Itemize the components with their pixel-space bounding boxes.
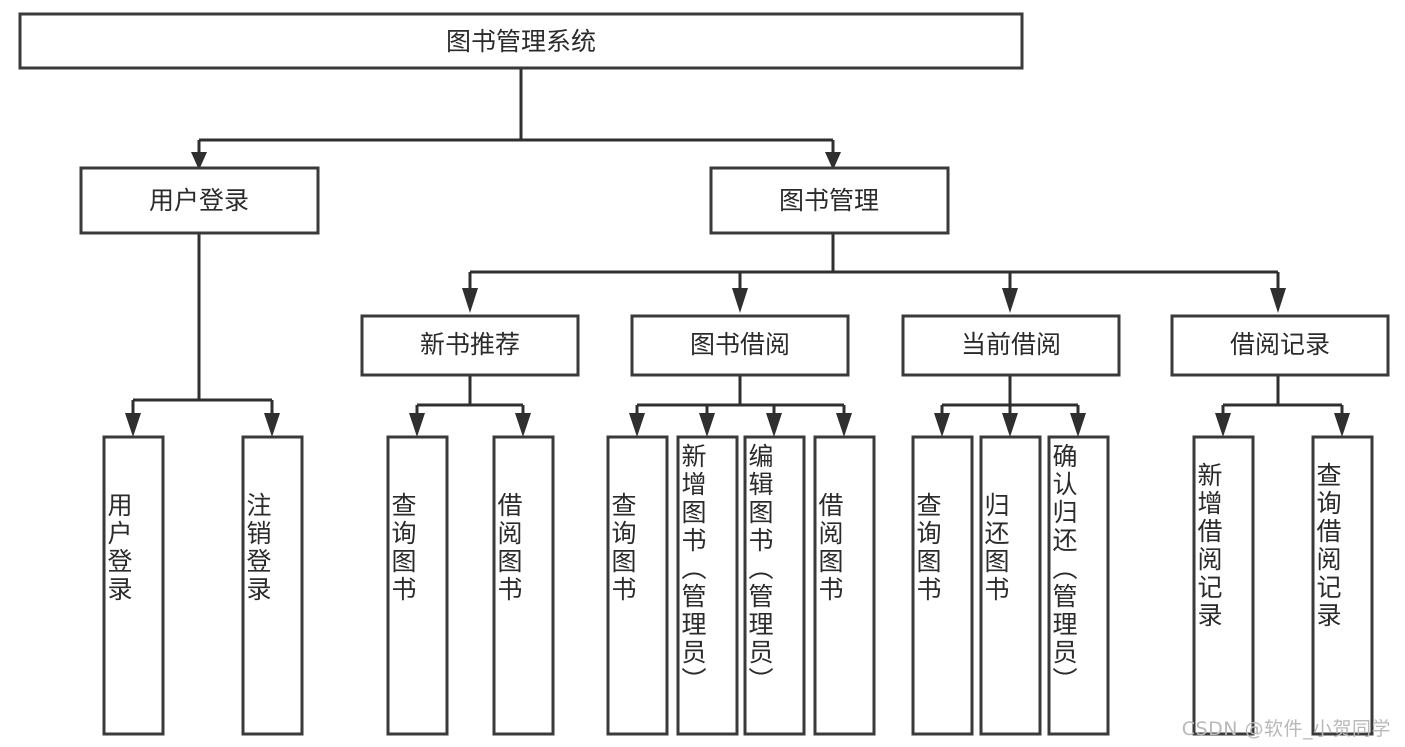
connector-user-login-to-leaves [125,233,280,437]
arrow-to-leaf-return-book [1002,413,1018,437]
node-user-login-label: 用户登录 [149,186,249,215]
node-leaf-query-book-2[interactable] [606,435,669,736]
node-leaf-confirm-return[interactable] [1047,435,1110,736]
node-leaf-add-book[interactable] [676,435,739,736]
arrow-to-user-login [191,152,207,170]
arrow-to-leaf-query-record [1334,413,1350,437]
arrow-to-leaf-query-book-3 [934,413,950,437]
node-leaf-query-book-3[interactable] [911,435,974,736]
arrow-to-borrow-record [1270,288,1286,313]
arrow-to-leaf-borrow-book-1 [515,413,531,437]
arrow-to-current-borrow [1002,288,1018,313]
connector-borrow-record-to-leaves [1215,375,1350,437]
arrow-to-leaf-add-book [699,413,715,437]
node-root-label: 图书管理系统 [446,27,596,56]
node-current-borrow[interactable]: 当前借阅 [901,314,1121,377]
connector-current-borrow-to-leaves [934,375,1086,437]
node-leaf-user-login[interactable] [102,435,165,736]
arrow-to-leaf-query-book-2 [629,413,645,437]
arrow-to-leaf-edit-book [766,413,782,437]
node-root[interactable]: 图书管理系统 [18,12,1024,70]
arrow-to-leaf-borrow-book-2 [836,413,852,437]
node-current-borrow-label: 当前借阅 [961,330,1061,359]
node-borrow-record[interactable]: 借阅记录 [1170,314,1390,377]
node-leaf-query-record[interactable] [1311,435,1374,736]
node-leaf-query-book-1[interactable] [386,435,449,736]
node-leaf-add-record[interactable] [1192,435,1255,736]
node-leaf-borrow-book-2[interactable] [813,435,876,736]
node-leaf-logout-login[interactable] [241,435,304,736]
arrow-to-leaf-confirm-return [1070,413,1086,437]
node-borrow-record-label: 借阅记录 [1230,330,1330,359]
connector-new-book-recommend-to-leaves [409,375,531,437]
connector-root-to-level2 [191,68,841,170]
arrow-to-book-management [825,152,841,170]
node-leaf-borrow-book-1[interactable] [492,435,555,736]
node-book-borrow-label: 图书借阅 [690,330,790,359]
connector-book-management-to-level3 [462,233,1286,313]
arrow-to-leaf-add-record [1215,413,1231,437]
arrow-to-leaf-logout-login [264,413,280,437]
node-leaf-edit-book[interactable] [743,435,806,736]
arrow-to-leaf-query-book-1 [409,413,425,437]
node-book-management[interactable]: 图书管理 [709,166,950,235]
arrow-to-new-book-recommend [462,288,478,313]
arrow-to-leaf-user-login [125,413,141,437]
watermark-text: CSDN @软件_小贺同学 [1181,718,1391,740]
node-book-borrow[interactable]: 图书借阅 [630,314,850,377]
node-leaf-return-book[interactable] [979,435,1042,736]
node-new-book-recommend-label: 新书推荐 [420,330,520,359]
node-book-management-label: 图书管理 [779,186,879,215]
node-new-book-recommend[interactable]: 新书推荐 [360,314,580,377]
arrow-to-book-borrow [732,288,748,313]
connector-book-borrow-to-leaves [629,375,852,437]
node-user-login[interactable]: 用户登录 [79,166,320,235]
